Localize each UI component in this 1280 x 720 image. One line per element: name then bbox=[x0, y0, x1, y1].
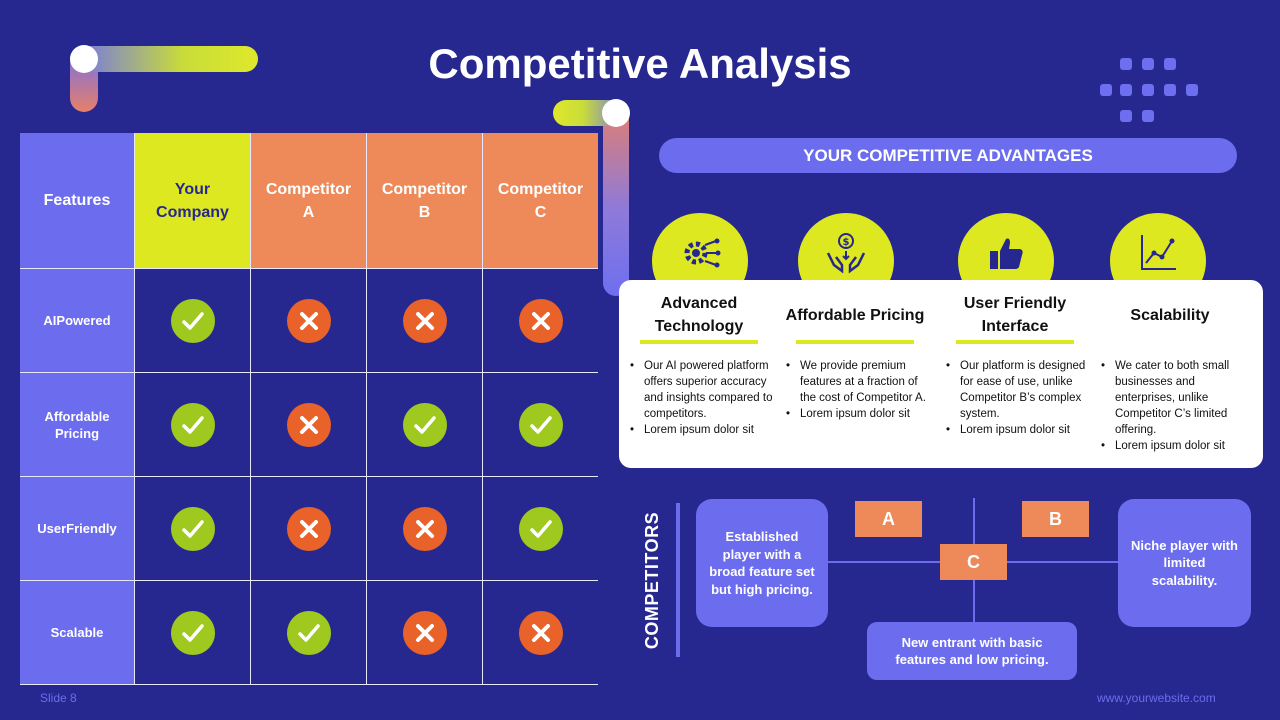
table-row: AIPowered bbox=[20, 269, 598, 373]
advantage-bullet: Our AI powered platform offers superior … bbox=[630, 358, 774, 422]
advantage-bullet: Lorem ipsum dolor sit bbox=[946, 422, 1090, 438]
comparison-table: Features Your Company Competitor A Compe… bbox=[20, 133, 598, 686]
cross-icon bbox=[286, 298, 331, 343]
feature-mark-cell bbox=[251, 581, 367, 685]
advantage-bullets: Our platform is designed for ease of use… bbox=[940, 358, 1090, 438]
header-competitor-a: Competitor A bbox=[251, 133, 367, 269]
advantage-column: Advanced TechnologyOur AI powered platfo… bbox=[624, 290, 774, 438]
feature-mark-cell bbox=[367, 581, 483, 685]
header-features: Features bbox=[20, 133, 135, 269]
growth-chart-icon bbox=[1141, 235, 1176, 270]
feature-mark-cell bbox=[483, 477, 598, 581]
svg-text:$: $ bbox=[843, 237, 850, 248]
slide-number: Slide 8 bbox=[40, 691, 77, 705]
feature-label: Scalable bbox=[20, 581, 135, 685]
cross-icon bbox=[286, 506, 331, 551]
hands-coin-icon: $ bbox=[826, 233, 866, 274]
check-icon bbox=[286, 610, 331, 655]
advantage-column: Affordable Pricing We provide premium fea… bbox=[780, 290, 930, 423]
decor-dot bbox=[70, 45, 98, 73]
advantage-bullet: Lorem ipsum dolor sit bbox=[630, 422, 774, 438]
advantage-bullets: Our AI powered platform offers superior … bbox=[624, 358, 774, 438]
competitors-label: COMPETITORS bbox=[642, 511, 663, 649]
competitor-a-description: Established player with a broad feature … bbox=[696, 499, 828, 627]
advantage-bullets: We provide premium features at a fractio… bbox=[780, 358, 930, 422]
header-your-company: Your Company bbox=[135, 133, 251, 269]
feature-label: AIPowered bbox=[20, 269, 135, 373]
competitor-b-tag: B bbox=[1022, 501, 1089, 537]
decor-dot-mid bbox=[602, 99, 630, 127]
cross-icon bbox=[402, 506, 447, 551]
cross-icon bbox=[518, 610, 563, 655]
feature-mark-cell bbox=[367, 373, 483, 477]
competitor-a-tag: A bbox=[855, 501, 922, 537]
advantage-title: Advanced Technology bbox=[654, 295, 744, 335]
feature-mark-cell bbox=[135, 581, 251, 685]
feature-mark-cell bbox=[251, 477, 367, 581]
advantage-column: User Friendly InterfaceOur platform is d… bbox=[940, 290, 1090, 438]
advantage-bullet: We cater to both small businesses and en… bbox=[1101, 358, 1245, 438]
decor-bar-vertical-mid bbox=[603, 100, 629, 296]
table-row: Scalable bbox=[20, 581, 598, 685]
header-competitor-b: Competitor B bbox=[367, 133, 483, 269]
advantage-underline bbox=[796, 340, 914, 344]
competitor-c-description: New entrant with basic features and low … bbox=[867, 622, 1077, 680]
check-icon bbox=[518, 506, 563, 551]
advantage-underline bbox=[640, 340, 758, 344]
check-icon bbox=[170, 610, 215, 655]
table-row: Affordable Pricing bbox=[20, 373, 598, 477]
gear-circuit-icon bbox=[684, 238, 721, 268]
check-icon bbox=[170, 298, 215, 343]
feature-mark-cell bbox=[483, 581, 598, 685]
advantage-bullet: We provide premium features at a fractio… bbox=[786, 358, 930, 406]
cross-icon bbox=[402, 610, 447, 655]
feature-label: UserFriendly bbox=[20, 477, 135, 581]
advantage-title: Affordable Pricing bbox=[785, 306, 925, 324]
thumbs-up-icon bbox=[990, 238, 1023, 269]
check-icon bbox=[402, 402, 447, 447]
competitors-divider bbox=[676, 503, 680, 657]
feature-mark-cell bbox=[135, 269, 251, 373]
competitor-c-tag: C bbox=[940, 544, 1007, 580]
page-title: Competitive Analysis bbox=[428, 40, 852, 87]
feature-mark-cell bbox=[251, 373, 367, 477]
advantage-bullet: Our platform is designed for ease of use… bbox=[946, 358, 1090, 422]
feature-mark-cell bbox=[367, 269, 483, 373]
feature-mark-cell bbox=[135, 373, 251, 477]
advantage-underline bbox=[956, 340, 1074, 344]
advantage-column: Scalability We cater to both small busine… bbox=[1095, 290, 1245, 455]
advantage-title: User Friendly Interface bbox=[963, 295, 1067, 335]
advantage-bullets: We cater to both small businesses and en… bbox=[1095, 358, 1245, 454]
decor-dot-grid bbox=[1100, 58, 1200, 128]
header-competitor-c: Competitor C bbox=[483, 133, 598, 269]
advantages-banner: YOUR COMPETITIVE ADVANTAGES bbox=[659, 138, 1237, 173]
cross-icon bbox=[402, 298, 447, 343]
check-icon bbox=[518, 402, 563, 447]
feature-mark-cell bbox=[367, 477, 483, 581]
advantage-bullet: Lorem ipsum dolor sit bbox=[786, 406, 930, 422]
cross-icon bbox=[518, 298, 563, 343]
competitor-b-description: Niche player with limited scalability. bbox=[1118, 499, 1251, 627]
feature-mark-cell bbox=[483, 269, 598, 373]
cross-icon bbox=[286, 402, 331, 447]
table-header-row: Features Your Company Competitor A Compe… bbox=[20, 133, 598, 269]
advantage-bullet: Lorem ipsum dolor sit bbox=[1101, 438, 1245, 454]
check-icon bbox=[170, 506, 215, 551]
feature-mark-cell bbox=[251, 269, 367, 373]
check-icon bbox=[170, 402, 215, 447]
feature-mark-cell bbox=[483, 373, 598, 477]
feature-label: Affordable Pricing bbox=[20, 373, 135, 477]
advantage-title: Scalability bbox=[1130, 306, 1210, 324]
website-url[interactable]: www.yourwebsite.com bbox=[1097, 691, 1216, 705]
decor-bar-horizontal bbox=[70, 46, 258, 72]
feature-mark-cell bbox=[135, 477, 251, 581]
table-row: UserFriendly bbox=[20, 477, 598, 581]
